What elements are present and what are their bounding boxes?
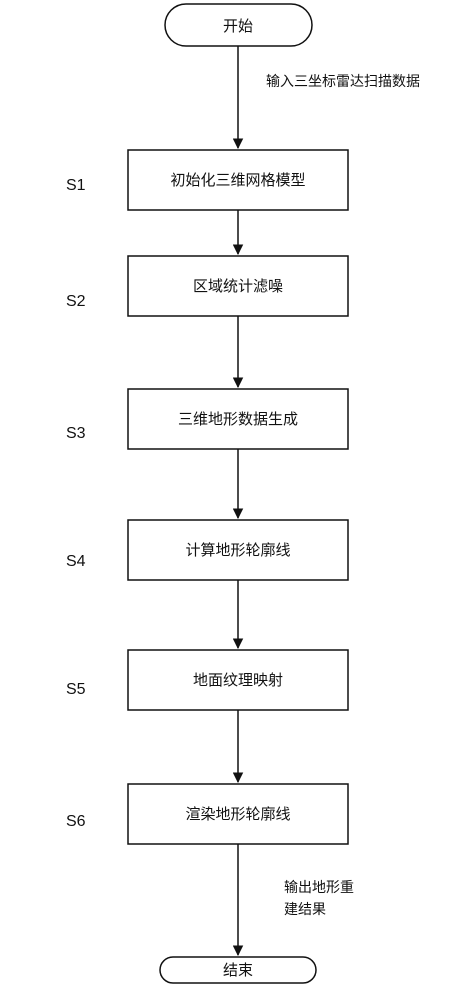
step-id-s2: S2 <box>66 293 86 310</box>
step-id-s6: S6 <box>66 813 86 830</box>
step-text-s4: 计算地形轮廓线 <box>185 541 290 559</box>
end-label: 结束 <box>223 961 253 979</box>
step-text-s2: 区域统计滤噪 <box>193 277 283 295</box>
step-box-s4 <box>127 519 349 581</box>
input-label: 输入三坐标雷达扫描数据 <box>266 74 420 90</box>
step-id-s4: S4 <box>66 553 86 570</box>
output-label-line2: 建结果 <box>284 902 326 918</box>
output-label-line1: 输出地形重 <box>284 880 354 896</box>
step-text-s3: 三维地形数据生成 <box>178 410 298 428</box>
step-id-s5: S5 <box>66 681 86 698</box>
step-box-s3 <box>127 388 349 450</box>
step-id-s1: S1 <box>66 177 86 194</box>
step-text-s5: 地面纹理映射 <box>193 671 283 689</box>
step-text-s6: 渲染地形轮廓线 <box>185 805 290 823</box>
end-terminal <box>159 956 317 984</box>
start-label: 开始 <box>223 17 253 35</box>
step-id-s3: S3 <box>66 425 86 442</box>
step-text-s1: 初始化三维网格模型 <box>170 171 305 189</box>
step-box-s1 <box>127 149 349 211</box>
step-box-s6 <box>127 783 349 845</box>
step-box-s5 <box>127 649 349 711</box>
